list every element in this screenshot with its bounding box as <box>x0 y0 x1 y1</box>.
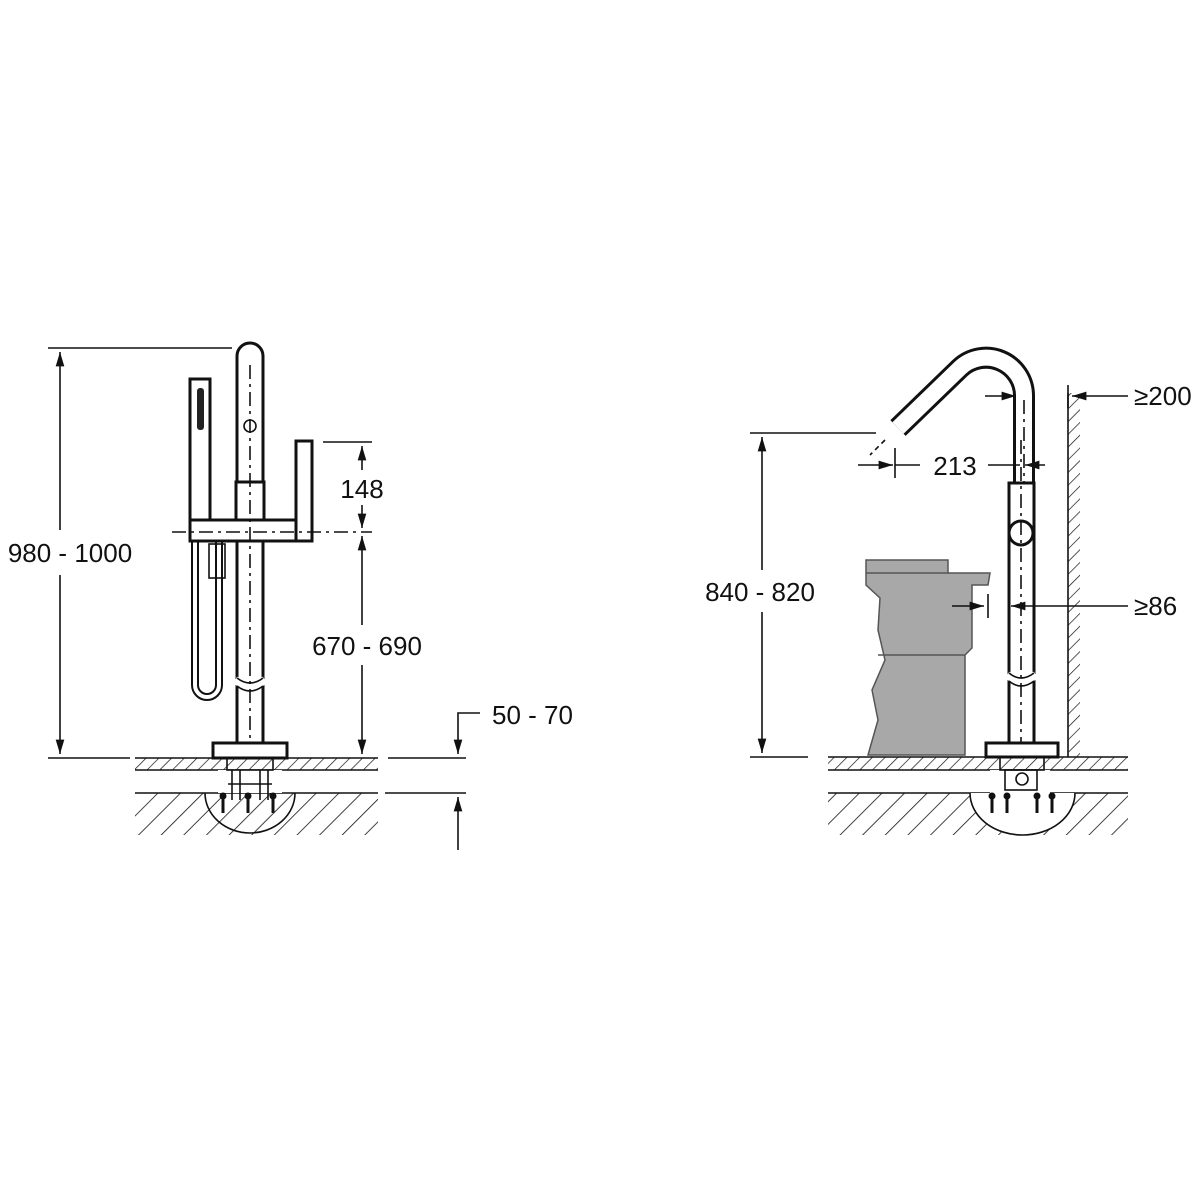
left-view-freestanding-bath-mixer: 980 - 1000 148 670 - 690 50 - 70 <box>8 341 573 850</box>
bidet-clearance-label: ≥86 <box>1134 591 1177 621</box>
floor-depth-label: 50 - 70 <box>492 700 573 730</box>
mixer-body <box>188 518 314 543</box>
base-plate-right <box>984 741 1060 759</box>
shower-nozzle-face <box>197 388 204 430</box>
handle-height-label: 148 <box>340 474 383 504</box>
bidet <box>865 559 991 756</box>
spout-reach-label: 213 <box>933 451 976 481</box>
floor-section-right <box>828 756 1128 836</box>
lever-handle <box>294 439 314 543</box>
shower-hose <box>191 540 223 701</box>
dimension-handle-height: 148 <box>172 441 384 533</box>
hose-connector <box>208 543 226 579</box>
total-height-label: 980 - 1000 <box>8 538 132 568</box>
base-plate-left <box>211 741 289 760</box>
dimension-wall-clearance: ≥200 <box>985 381 1192 411</box>
mixer-column <box>232 341 268 747</box>
wall-clearance-label: ≥200 <box>1134 381 1192 411</box>
dimension-spout-height: 840 - 820 <box>705 432 876 758</box>
dimension-spout-reach: 213 <box>858 448 1045 481</box>
dimension-bidet-clearance: ≥86 <box>952 591 1177 621</box>
dimension-floor-depth: 50 - 70 <box>385 700 573 850</box>
dimension-total-height: 980 - 1000 <box>8 347 232 759</box>
right-view-freestanding-bidet-mixer: 840 - 820 213 ≥200 ≥86 <box>705 346 1192 836</box>
floor-section-left <box>135 757 378 835</box>
dimension-body-height: 670 - 690 <box>312 536 422 754</box>
mounting-kit-right <box>988 756 1056 813</box>
body-height-label: 670 - 690 <box>312 631 422 661</box>
wall <box>1067 393 1080 757</box>
spout-height-label: 840 - 820 <box>705 577 815 607</box>
